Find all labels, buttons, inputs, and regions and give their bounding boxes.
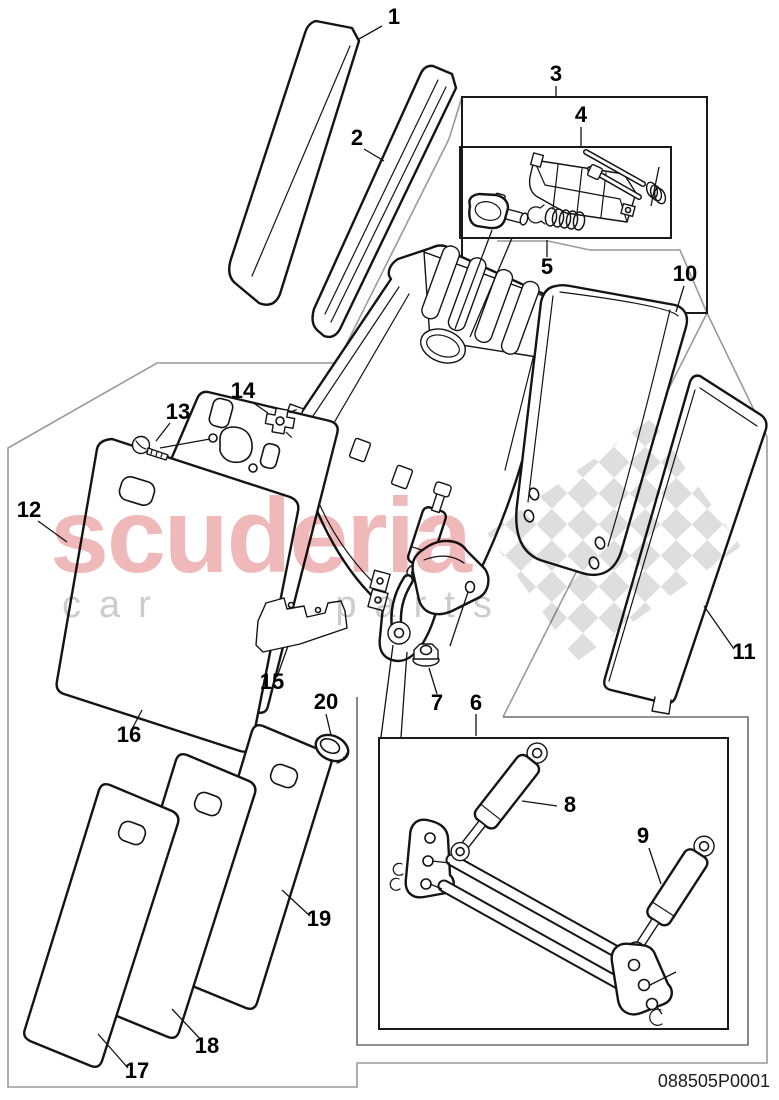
part-1-trim-strip	[228, 19, 361, 306]
latch-handle	[468, 192, 529, 230]
callout-7: 7	[431, 690, 443, 715]
part-number: 088505P0001	[658, 1071, 770, 1091]
callout-15: 15	[260, 669, 284, 694]
callout-14: 14	[231, 378, 256, 403]
diagram-frame	[7, 96, 768, 1088]
callout-1: 1	[388, 4, 400, 29]
checkered-flag-watermark	[487, 418, 741, 662]
callout-16: 16	[117, 722, 141, 747]
group6-outline	[356, 697, 749, 1046]
part-8-gas-strut	[450, 742, 548, 862]
latch-assembly	[454, 149, 667, 338]
callout-4: 4	[575, 102, 588, 127]
callout-19: 19	[307, 906, 331, 931]
callout-12: 12	[17, 497, 41, 522]
part-7-flange-nut	[412, 591, 469, 667]
part-14-cross-clip	[264, 407, 297, 438]
detail-box-6	[378, 737, 729, 1030]
cross-tubes	[429, 853, 636, 993]
callout-20: 20	[314, 689, 338, 714]
e-clip	[527, 206, 542, 224]
callout-8: 8	[564, 792, 576, 817]
part-17-insert-panel	[22, 782, 180, 1069]
latch-spring-small	[645, 181, 667, 205]
part-20-grommet	[314, 733, 350, 764]
assembly-leader-lines	[380, 644, 408, 738]
callout-11: 11	[732, 639, 755, 664]
callout-6: 6	[470, 690, 482, 715]
main-housing-body	[283, 244, 561, 663]
watermark: scuderia car parts	[50, 418, 741, 662]
part-18-insert-panel	[99, 752, 257, 1040]
frame-jog	[497, 240, 708, 314]
callout-3: 3	[550, 61, 562, 86]
part-2-trim-strip	[311, 64, 458, 339]
detail-box-4	[459, 146, 672, 239]
part-15-stepped-bracket	[255, 597, 348, 653]
callout-5: 5	[541, 254, 553, 279]
callout-10: 10	[673, 261, 697, 286]
part-13-screw	[131, 435, 211, 461]
part-12-trim-panel	[55, 437, 300, 753]
callout-9: 9	[637, 823, 649, 848]
coil-spring	[544, 207, 586, 231]
callout-2: 2	[351, 125, 363, 150]
callout-13: 13	[166, 399, 190, 424]
watermark-title: scuderia	[50, 477, 473, 595]
frame-outline	[7, 96, 768, 1088]
mount-bracket	[411, 539, 490, 616]
callout-leaders	[37, 25, 735, 1069]
callout-18: 18	[195, 1033, 219, 1058]
strut-kit	[389, 742, 715, 1026]
watermark-subtitle: car parts	[62, 584, 510, 626]
handle-hole	[420, 328, 466, 364]
callout-17: 17	[125, 1058, 149, 1083]
callout-numbers: 1 2 3 4 5 6 7 8 9 10 11 12 13 14 15 16 1…	[17, 4, 756, 1083]
